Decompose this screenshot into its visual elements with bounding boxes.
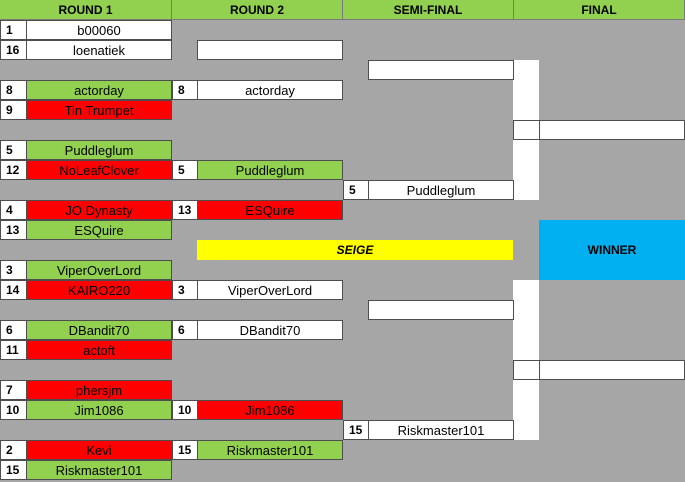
semi-seed-1: 5 bbox=[343, 180, 369, 200]
round1-seed-13: 10 bbox=[0, 400, 27, 420]
round1-seed-7: 13 bbox=[0, 220, 27, 240]
round1-seed-10: 6 bbox=[0, 320, 27, 340]
round1-seed-3: 9 bbox=[0, 100, 27, 120]
round1-seed-15: 15 bbox=[0, 460, 27, 480]
semi-player-0 bbox=[368, 60, 514, 80]
round2-seed-3: 13 bbox=[172, 200, 198, 220]
round2-player-1: actorday bbox=[197, 80, 343, 100]
round1-seed-0: 1 bbox=[0, 20, 27, 40]
round1-seed-5: 12 bbox=[0, 160, 27, 180]
round2-player-7: Riskmaster101 bbox=[197, 440, 343, 460]
round2-seed-2: 5 bbox=[172, 160, 198, 180]
round1-seed-11: 11 bbox=[0, 340, 27, 360]
semi-player-1: Puddleglum bbox=[368, 180, 514, 200]
round1-seed-12: 7 bbox=[0, 380, 27, 400]
round2-player-0 bbox=[197, 40, 343, 60]
header-round-1: ROUND 1 bbox=[0, 0, 172, 20]
round1-player-5: NoLeafClover bbox=[26, 160, 172, 180]
round1-player-13: Jim1086 bbox=[26, 400, 172, 420]
round1-seed-14: 2 bbox=[0, 440, 27, 460]
final-slot-lead-0 bbox=[513, 120, 540, 140]
round1-seed-4: 5 bbox=[0, 140, 27, 160]
semi-player-2 bbox=[368, 300, 514, 320]
round1-seed-6: 4 bbox=[0, 200, 27, 220]
round1-player-15: Riskmaster101 bbox=[26, 460, 172, 480]
round1-seed-2: 8 bbox=[0, 80, 27, 100]
round1-player-14: Kevi bbox=[26, 440, 172, 460]
round1-player-10: DBandit70 bbox=[26, 320, 172, 340]
semi-seed-3: 15 bbox=[343, 420, 369, 440]
round1-seed-1: 16 bbox=[0, 40, 27, 60]
winner-box: WINNER bbox=[539, 220, 685, 280]
round1-player-2: actorday bbox=[26, 80, 172, 100]
round2-seed-1: 8 bbox=[172, 80, 198, 100]
round1-player-7: ESQuire bbox=[26, 220, 172, 240]
seige-banner: SEIGE bbox=[197, 240, 513, 260]
round1-player-6: JO Dynasty bbox=[26, 200, 172, 220]
round2-seed-4: 3 bbox=[172, 280, 198, 300]
round2-seed-5: 6 bbox=[172, 320, 198, 340]
round1-player-4: Puddleglum bbox=[26, 140, 172, 160]
round2-seed-6: 10 bbox=[172, 400, 198, 420]
round1-player-1: loenatiek bbox=[26, 40, 172, 60]
final-slot-0 bbox=[539, 120, 685, 140]
round2-player-6: Jim1086 bbox=[197, 400, 343, 420]
header-final: FINAL bbox=[514, 0, 685, 20]
round1-seed-9: 14 bbox=[0, 280, 27, 300]
header-round-2: ROUND 2 bbox=[172, 0, 343, 20]
final-slot-1 bbox=[539, 360, 685, 380]
round1-player-8: ViperOverLord bbox=[26, 260, 172, 280]
round1-player-11: actoft bbox=[26, 340, 172, 360]
final-slot-lead-1 bbox=[513, 360, 540, 380]
round1-player-12: phersjm bbox=[26, 380, 172, 400]
round1-player-0: b00060 bbox=[26, 20, 172, 40]
round2-player-2: Puddleglum bbox=[197, 160, 343, 180]
round1-player-3: Tin Trumpet bbox=[26, 100, 172, 120]
round1-player-9: KAIRO220 bbox=[26, 280, 172, 300]
round2-seed-7: 15 bbox=[172, 440, 198, 460]
semi-player-3: Riskmaster101 bbox=[368, 420, 514, 440]
round2-player-4: ViperOverLord bbox=[197, 280, 343, 300]
header-semi-final: SEMI-FINAL bbox=[343, 0, 514, 20]
round2-player-3: ESQuire bbox=[197, 200, 343, 220]
round2-player-5: DBandit70 bbox=[197, 320, 343, 340]
round1-seed-8: 3 bbox=[0, 260, 27, 280]
